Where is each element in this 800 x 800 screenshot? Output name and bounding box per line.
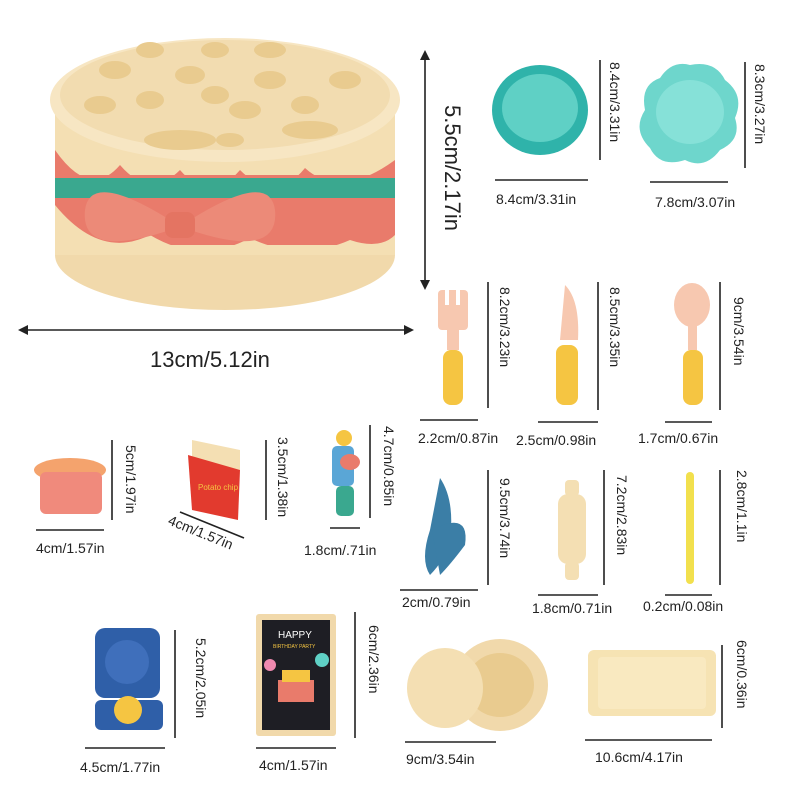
knife-width-label: 2.5cm/0.98in [516, 432, 597, 448]
round-plate-width-label: 8.4cm/3.31in [496, 191, 577, 207]
egg-mold-width-label: 4.5cm/1.77in [80, 759, 161, 775]
spoon-height-label: 9cm/3.54in [731, 297, 747, 366]
spoon-width-label: 1.7cm/0.67in [638, 430, 719, 446]
candle-width-label: 1.8cm/.71in [304, 542, 377, 558]
rolling-pin-image [558, 480, 586, 580]
steamer-image [407, 639, 548, 731]
fork-image [438, 285, 468, 405]
steamer-width-label: 9cm/3.54in [406, 751, 475, 767]
measurement-arrows [18, 50, 746, 749]
candle-image [332, 430, 360, 516]
rolling-pin-height-label: 7.2cm/2.83in [614, 475, 630, 556]
spoon-image [674, 283, 710, 405]
chips-image: Potato chip [188, 440, 240, 520]
stick-width-label: 0.2cm/0.08in [643, 598, 724, 614]
birthday-card-image: HAPPY BIRTHDAY PARTY [256, 614, 336, 736]
fork-width-label: 2.2cm/0.87in [418, 430, 499, 446]
tray-height-label: 6cm/0.36in [734, 640, 750, 709]
cake-width-label: 13cm/5.12in [150, 347, 270, 372]
chips-label: Potato chip [198, 483, 239, 492]
flower-plate-width-label: 7.8cm/3.07in [655, 194, 736, 210]
tray-width-label: 10.6cm/4.17in [595, 749, 683, 765]
knife-image [556, 285, 579, 405]
stick-height-label: 2.8cm/1.1in [734, 470, 750, 543]
round-plate-height-label: 8.4cm/3.31in [607, 62, 623, 143]
flower-plate-height-label: 8.3cm/3.27in [752, 64, 768, 145]
spatula-height-label: 9.5cm/3.74in [497, 478, 513, 559]
fork-height-label: 8.2cm/3.23in [497, 287, 513, 368]
spatula-width-label: 2cm/0.79in [402, 594, 471, 610]
egg-mold-image [95, 628, 163, 730]
rolling-pin-width-label: 1.8cm/0.71in [532, 600, 613, 616]
cup-height-label: 5cm/1.97in [123, 445, 139, 514]
spatula-image [425, 478, 466, 575]
cake-image [50, 38, 400, 310]
card-width-label: 4cm/1.57in [259, 757, 328, 773]
knife-height-label: 8.5cm/3.35in [607, 287, 623, 368]
card-height-label: 6cm/2.36in [366, 625, 382, 694]
chips-height-label: 3.5cm/1.38in [275, 437, 291, 518]
stick-image [686, 472, 694, 584]
card-happy-text: HAPPY [278, 630, 312, 641]
tray-image [588, 650, 716, 716]
cake-height-label: 5.5cm/2.17in [440, 105, 465, 231]
card-sub-text: BIRTHDAY PARTY [273, 644, 316, 650]
egg-mold-height-label: 5.2cm/2.05in [193, 638, 209, 719]
cup-width-label: 4cm/1.57in [36, 540, 105, 556]
flower-plate-image [639, 63, 739, 164]
cup-image [34, 458, 106, 514]
candle-height-label: 4.7cm/0.85in [381, 426, 397, 507]
round-plate-image [492, 65, 588, 155]
